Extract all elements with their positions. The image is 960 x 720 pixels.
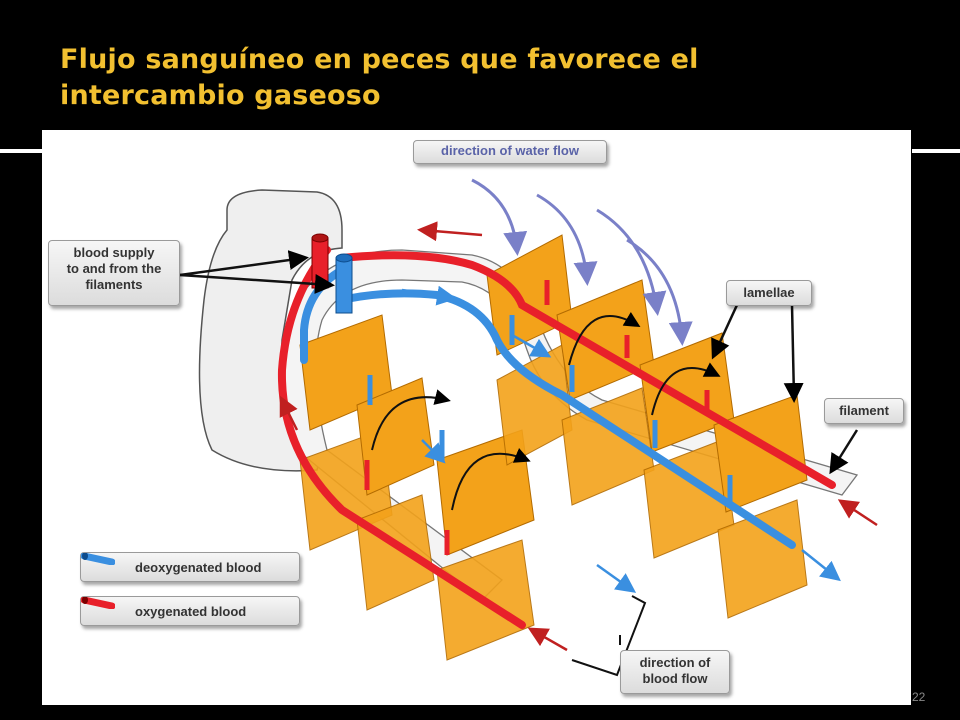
- supply-tube-blue: [335, 257, 353, 314]
- blood-flow-small-arrows: [279, 221, 878, 652]
- water-flow-arrows: [471, 178, 693, 346]
- blood-flow-line1: direction of: [639, 655, 711, 670]
- filament-label: filament: [824, 398, 904, 424]
- page-number: 22: [912, 690, 926, 704]
- oxygenated-vessel-upper: [338, 251, 836, 489]
- oxygenated-legend-text: oxygenated blood: [135, 603, 247, 619]
- lamella-flow-arrows: [371, 311, 721, 511]
- oxygenated-swatch: [81, 597, 123, 617]
- blood-flow-line2: blood flow: [642, 671, 708, 686]
- water-flow-label: direction of water flow: [413, 140, 607, 164]
- blood-supply-line1: blood supply: [73, 245, 155, 260]
- lamella: [356, 377, 435, 496]
- deoxygenated-legend-text: deoxygenated blood: [135, 559, 262, 575]
- lamella: [496, 344, 573, 466]
- oxygenated-vessel: [277, 246, 526, 629]
- title-rule-left: [0, 149, 46, 153]
- blood-supply-line2: to and from the: [66, 261, 162, 276]
- gill-diagram-panel: direction of water flow blood supply to …: [42, 130, 911, 705]
- lamella: [713, 394, 808, 513]
- blood-supply-label: blood supply to and from the filaments: [48, 240, 180, 306]
- blood-flow-label: direction of blood flow: [620, 650, 730, 694]
- blood-supply-line3: filaments: [85, 277, 143, 292]
- lamellae-label: lamellae: [726, 280, 812, 306]
- blood-flow-bracket: [571, 595, 647, 677]
- deoxygenated-vessel-main: [338, 289, 796, 549]
- supply-tube-red: [311, 237, 329, 289]
- title-rule-right: [912, 149, 960, 153]
- gill-diagram: [179, 178, 878, 677]
- legend-oxygenated: oxygenated blood: [80, 596, 300, 626]
- slide-title: Flujo sanguíneo en peces que favorece el…: [60, 44, 699, 111]
- lamella: [717, 499, 808, 619]
- deoxygenated-swatch: [81, 553, 123, 573]
- lamella: [356, 494, 435, 611]
- label-pointer-arrows: [179, 250, 859, 475]
- legend-deoxygenated: deoxygenated blood: [80, 552, 300, 582]
